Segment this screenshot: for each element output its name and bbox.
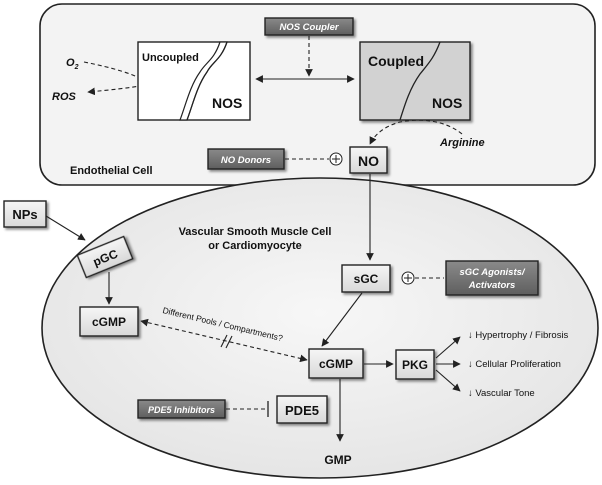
effect-vascular-tone: ↓ Vascular Tone xyxy=(468,388,535,399)
pools-break-mark-2 xyxy=(225,335,233,349)
pgc-receptor xyxy=(76,235,134,279)
sgc-label: sGC xyxy=(354,272,379,286)
pools-break-mark-1 xyxy=(220,334,228,348)
uncoupled-nos-box xyxy=(137,41,251,121)
nos-coupler-label: NOS Coupler xyxy=(279,22,339,33)
no-box xyxy=(349,146,388,174)
cgmp-left-box xyxy=(79,306,139,337)
smooth-muscle-label-line1: Vascular Smooth Muscle Cell xyxy=(179,226,332,238)
no-label: NO xyxy=(358,153,379,169)
uncoupled-nos-label: NOS xyxy=(212,95,242,111)
cgmp-center-box xyxy=(308,348,364,379)
coupled-nos-box xyxy=(359,41,471,121)
uncoupled-label: Uncoupled xyxy=(142,52,199,64)
cgmp-center-label: cGMP xyxy=(319,357,353,371)
pkg-effect-arrow-3 xyxy=(435,369,461,392)
sgc-to-cgmp-arrow xyxy=(321,292,363,347)
nos-coupler-box xyxy=(264,17,354,36)
o2-label: O2 xyxy=(66,57,79,71)
sgc-box xyxy=(341,264,391,293)
smooth-muscle-label-line2: or Cardiomyocyte xyxy=(208,240,302,252)
effect-hypertrophy: ↓ Hypertrophy / Fibrosis xyxy=(468,330,569,341)
no-donors-label: NO Donors xyxy=(221,155,271,166)
pkg-effect-arrow-1 xyxy=(435,336,461,359)
coupled-nos-label: NOS xyxy=(432,95,462,111)
effect-proliferation: ↓ Cellular Proliferation xyxy=(468,359,561,370)
arginine-to-no-arrow xyxy=(369,119,463,145)
sgc-agonists-label-line1: sGC Agonists/ xyxy=(459,267,525,278)
pde5-inhibitors-label: PDE5 Inhibitors xyxy=(148,405,215,415)
sgc-agonists-box xyxy=(445,260,539,296)
no-donors-box xyxy=(207,148,285,170)
ros-label: ROS xyxy=(52,91,77,103)
pkg-box xyxy=(395,349,435,380)
pde5-label: PDE5 xyxy=(285,403,319,418)
pkg-label: PKG xyxy=(402,358,428,372)
sgc-agonists-label-line2: Activators xyxy=(468,280,515,291)
gmp-label: GMP xyxy=(324,453,351,467)
arginine-label: Arginine xyxy=(439,137,485,149)
pde5-inhibitors-box xyxy=(137,399,226,419)
endothelial-cell-label: Endothelial Cell xyxy=(70,165,153,177)
nps-box xyxy=(3,200,47,228)
coupled-label: Coupled xyxy=(368,53,424,69)
nps-to-pgc-arrow xyxy=(45,215,86,241)
pde5-box xyxy=(276,395,328,424)
o2-to-ros-arrow xyxy=(83,61,147,96)
nps-label: NPs xyxy=(12,207,37,222)
cgmp-left-label: cGMP xyxy=(92,315,126,329)
